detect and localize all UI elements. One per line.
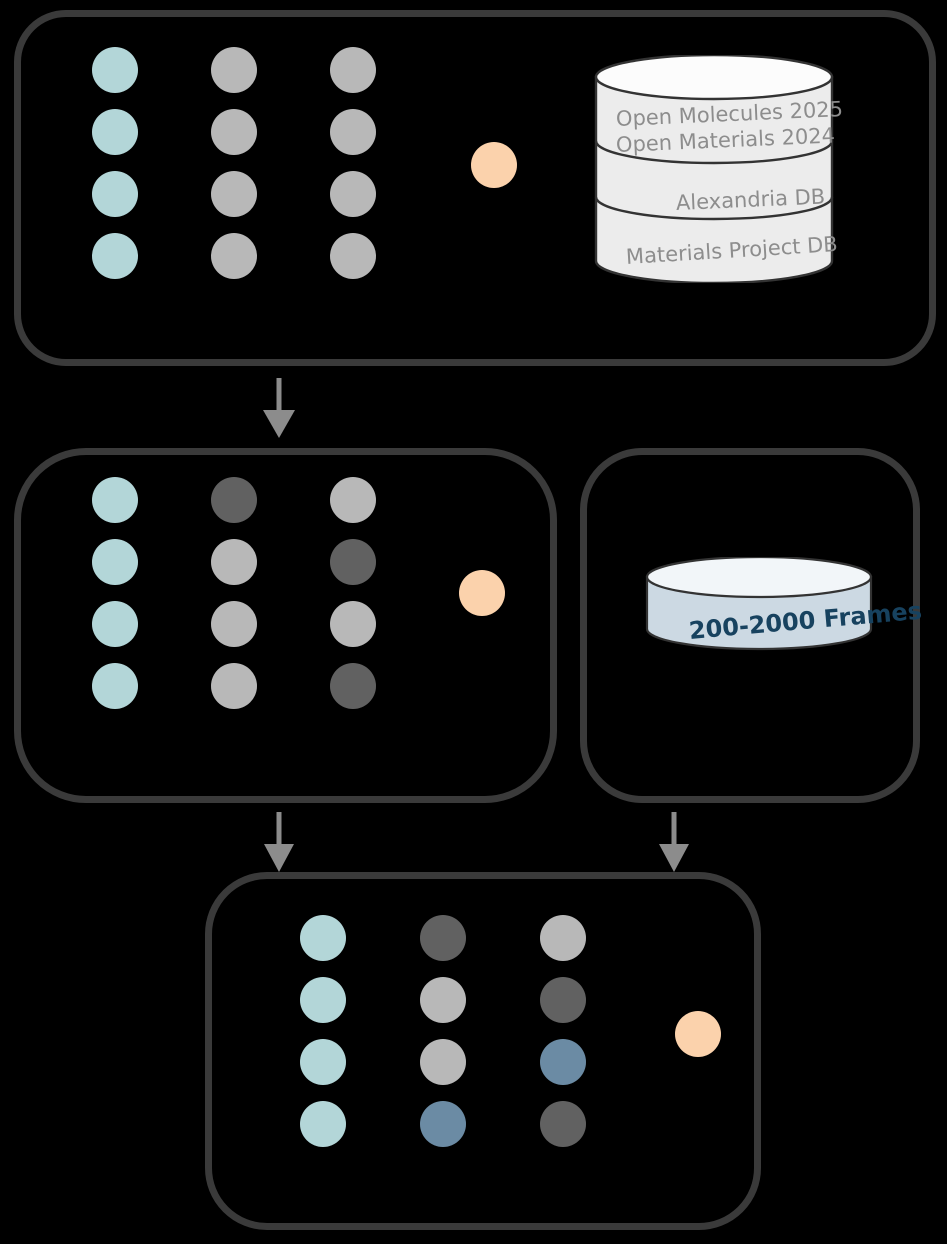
node-hidden-column-1-3 <box>420 1101 466 1147</box>
node-hidden-column-2-3 <box>330 233 376 279</box>
node-hidden-column-1-2 <box>211 171 257 217</box>
arrow-panel4-to-panel3 <box>653 812 695 874</box>
frames-dataset-cylinder: 200-2000 Frames <box>645 555 923 653</box>
node-hidden-column-2-3 <box>540 1101 586 1147</box>
node-input-column-2 <box>92 601 138 647</box>
node-input-column-1 <box>300 977 346 1023</box>
output-node <box>471 142 517 188</box>
node-input-column-2 <box>300 1039 346 1085</box>
node-hidden-column-1-1 <box>420 977 466 1023</box>
node-hidden-column-1-0 <box>211 47 257 93</box>
pretraining-stage-panel: Open Molecules 2025 Open Materials 2024 … <box>14 10 936 366</box>
node-hidden-column-2-1 <box>330 109 376 155</box>
arrow-panel2-to-panel3 <box>258 812 300 874</box>
node-input-column-0 <box>300 915 346 961</box>
output-node <box>459 570 505 616</box>
node-hidden-column-1-1 <box>211 539 257 585</box>
node-hidden-column-1-0 <box>211 477 257 523</box>
node-hidden-column-1-2 <box>420 1039 466 1085</box>
node-input-column-0 <box>92 47 138 93</box>
node-input-column-2 <box>92 171 138 217</box>
node-hidden-column-2-1 <box>330 539 376 585</box>
output-node <box>675 1011 721 1057</box>
arrow-panel1-to-panel2 <box>258 378 300 440</box>
node-hidden-column-2-0 <box>540 915 586 961</box>
node-input-column-0 <box>92 477 138 523</box>
node-input-column-3 <box>92 663 138 709</box>
node-hidden-column-1-0 <box>420 915 466 961</box>
finetuning-stage-panel <box>14 448 557 803</box>
node-hidden-column-2-3 <box>330 663 376 709</box>
node-input-column-1 <box>92 109 138 155</box>
node-hidden-column-1-3 <box>211 233 257 279</box>
node-hidden-column-2-1 <box>540 977 586 1023</box>
node-hidden-column-2-2 <box>330 601 376 647</box>
database-cylinder-shape <box>594 53 834 285</box>
frames-cylinder-shape <box>645 555 873 651</box>
node-hidden-column-2-2 <box>540 1039 586 1085</box>
node-input-column-3 <box>300 1101 346 1147</box>
reference-database-cylinder: Open Molecules 2025 Open Materials 2024 … <box>594 53 843 285</box>
node-hidden-column-1-1 <box>211 109 257 155</box>
final-model-panel <box>205 872 761 1230</box>
node-input-column-3 <box>92 233 138 279</box>
node-hidden-column-2-0 <box>330 47 376 93</box>
node-input-column-1 <box>92 539 138 585</box>
node-hidden-column-2-0 <box>330 477 376 523</box>
node-hidden-column-2-2 <box>330 171 376 217</box>
node-hidden-column-1-3 <box>211 663 257 709</box>
node-hidden-column-1-2 <box>211 601 257 647</box>
